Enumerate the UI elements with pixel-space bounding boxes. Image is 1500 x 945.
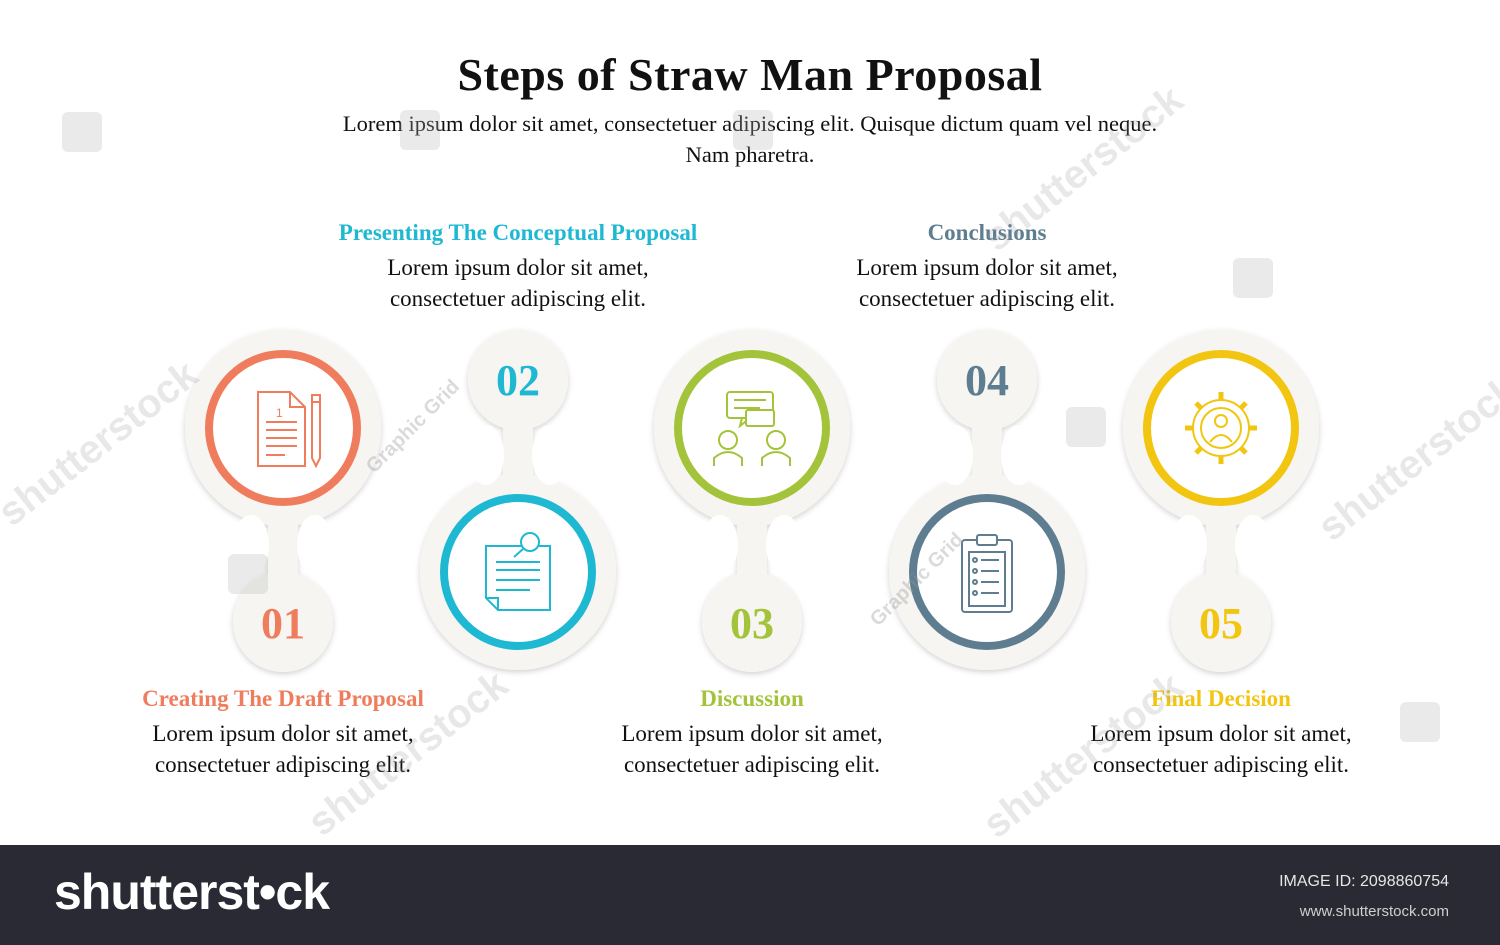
site-url: www.shutterstock.com bbox=[1299, 903, 1449, 920]
step-3-title: Discussion bbox=[700, 686, 804, 711]
page-title: Steps of Straw Man Proposal bbox=[457, 49, 1043, 100]
step-1-description-line-1: Lorem ipsum dolor sit amet, bbox=[152, 721, 414, 746]
watermark-square-7 bbox=[1400, 702, 1440, 742]
step-3-ring bbox=[674, 350, 830, 506]
step-4-description-line-2: consectetuer adipiscing elit. bbox=[858, 286, 1116, 311]
clipboard-checklist-icon bbox=[961, 534, 1013, 613]
step-2-ring bbox=[440, 494, 596, 650]
note-magnifier-icon bbox=[485, 532, 551, 611]
step-5-description-line-1: Lorem ipsum dolor sit amet, bbox=[1090, 721, 1352, 746]
step-4-title: Conclusions bbox=[927, 220, 1047, 245]
step-2-description-line-2: consectetuer adipiscing elit. bbox=[389, 286, 647, 311]
gear-person-icon bbox=[1185, 392, 1257, 464]
infographic-canvas: Steps of Straw Man Proposal Lorem ipsum … bbox=[0, 49, 1500, 847]
step-3-description-line-1: Lorem ipsum dolor sit amet, bbox=[621, 721, 883, 746]
step-1-description-line-2: consectetuer adipiscing elit. bbox=[154, 752, 412, 777]
watermark-square-1 bbox=[62, 112, 102, 152]
watermark-square-3 bbox=[733, 110, 773, 150]
steps-connector-graphic: 1 bbox=[185, 330, 1319, 672]
image-id-label: IMAGE ID: 2098860754 bbox=[1279, 873, 1449, 890]
stock-footer-bar: shutterst•ck IMAGE ID: 2098860754 www.sh… bbox=[0, 845, 1500, 945]
step-1-number: 01 bbox=[261, 599, 305, 648]
stock-brand-logo: shutterst•ck bbox=[54, 864, 330, 920]
step-5-number: 05 bbox=[1199, 599, 1243, 648]
step-5-title: Final Decision bbox=[1151, 686, 1291, 711]
step-2-number: 02 bbox=[496, 356, 540, 405]
page-subtitle: Lorem ipsum dolor sit amet, consectetuer… bbox=[342, 111, 1158, 167]
step-1-title: Creating The Draft Proposal bbox=[142, 686, 424, 711]
step-5-description-line-2: consectetuer adipiscing elit. bbox=[1092, 752, 1350, 777]
watermark-square-6 bbox=[228, 554, 268, 594]
step-4-number: 04 bbox=[965, 356, 1009, 405]
watermark-square-5 bbox=[1066, 407, 1106, 447]
watermark-square-4 bbox=[1233, 258, 1273, 298]
svg-text:1: 1 bbox=[276, 406, 283, 420]
step-2-description-line-1: Lorem ipsum dolor sit amet, bbox=[387, 255, 649, 280]
draft-document-pencil-icon: 1 bbox=[257, 391, 321, 469]
step-1-ring bbox=[205, 350, 361, 506]
step-4-description-line-1: Lorem ipsum dolor sit amet, bbox=[856, 255, 1118, 280]
step-3-description-line-2: consectetuer adipiscing elit. bbox=[623, 752, 881, 777]
step-2-title: Presenting The Conceptual Proposal bbox=[338, 220, 698, 245]
step-3-number: 03 bbox=[730, 599, 774, 648]
watermark-square-2 bbox=[400, 110, 440, 150]
discussion-people-icon bbox=[713, 391, 791, 466]
